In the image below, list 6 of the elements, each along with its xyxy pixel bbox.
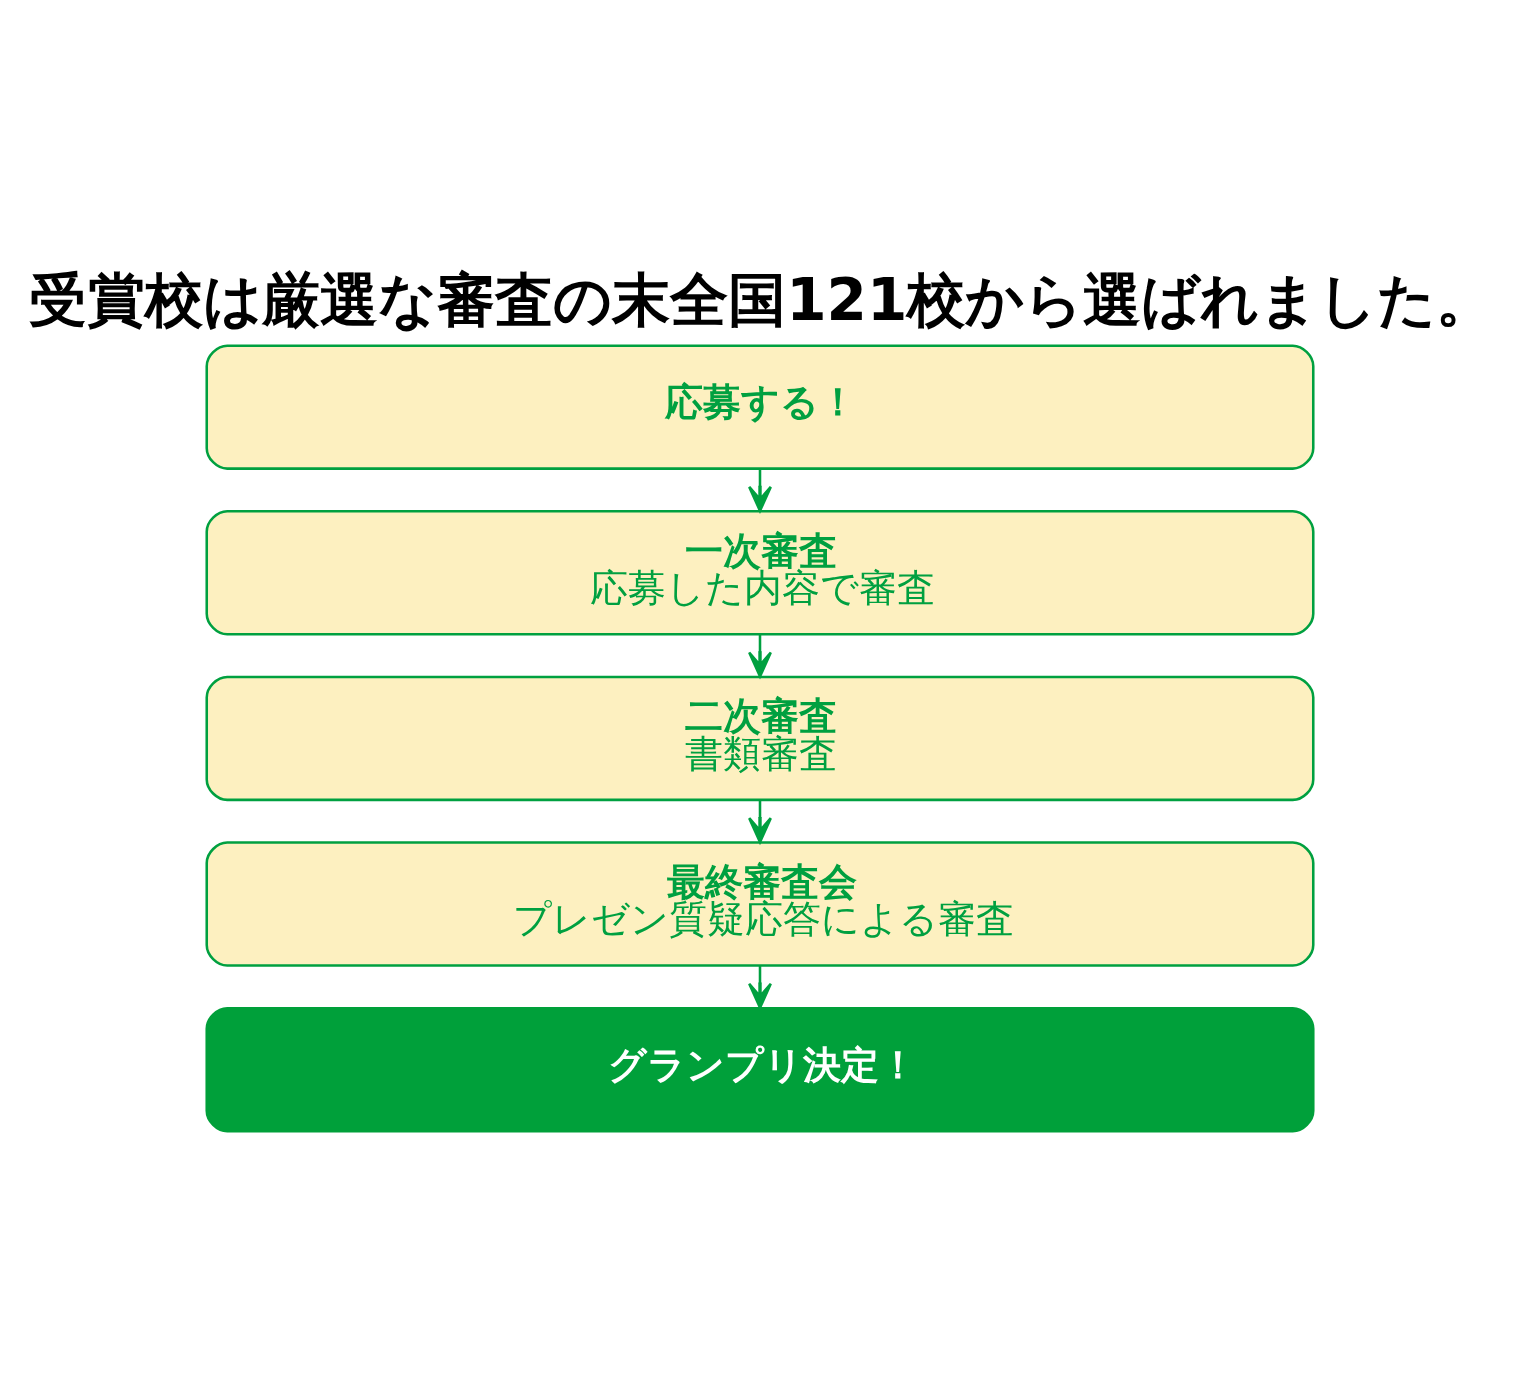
diagram-title: 受賞校は厳選な審査の末全国121校から選ばれました。 xyxy=(29,266,1495,335)
node-box: グランプリ決定！ xyxy=(205,1006,1315,1133)
node-box: 応募する！ xyxy=(205,344,1315,470)
node-box: 最終審査会 プレゼン質疑応答による審査 xyxy=(205,841,1315,967)
node-box: 二次審査 書類審査 xyxy=(205,675,1315,802)
node-box: 一次審査 応募した内容で審査 xyxy=(205,510,1315,636)
